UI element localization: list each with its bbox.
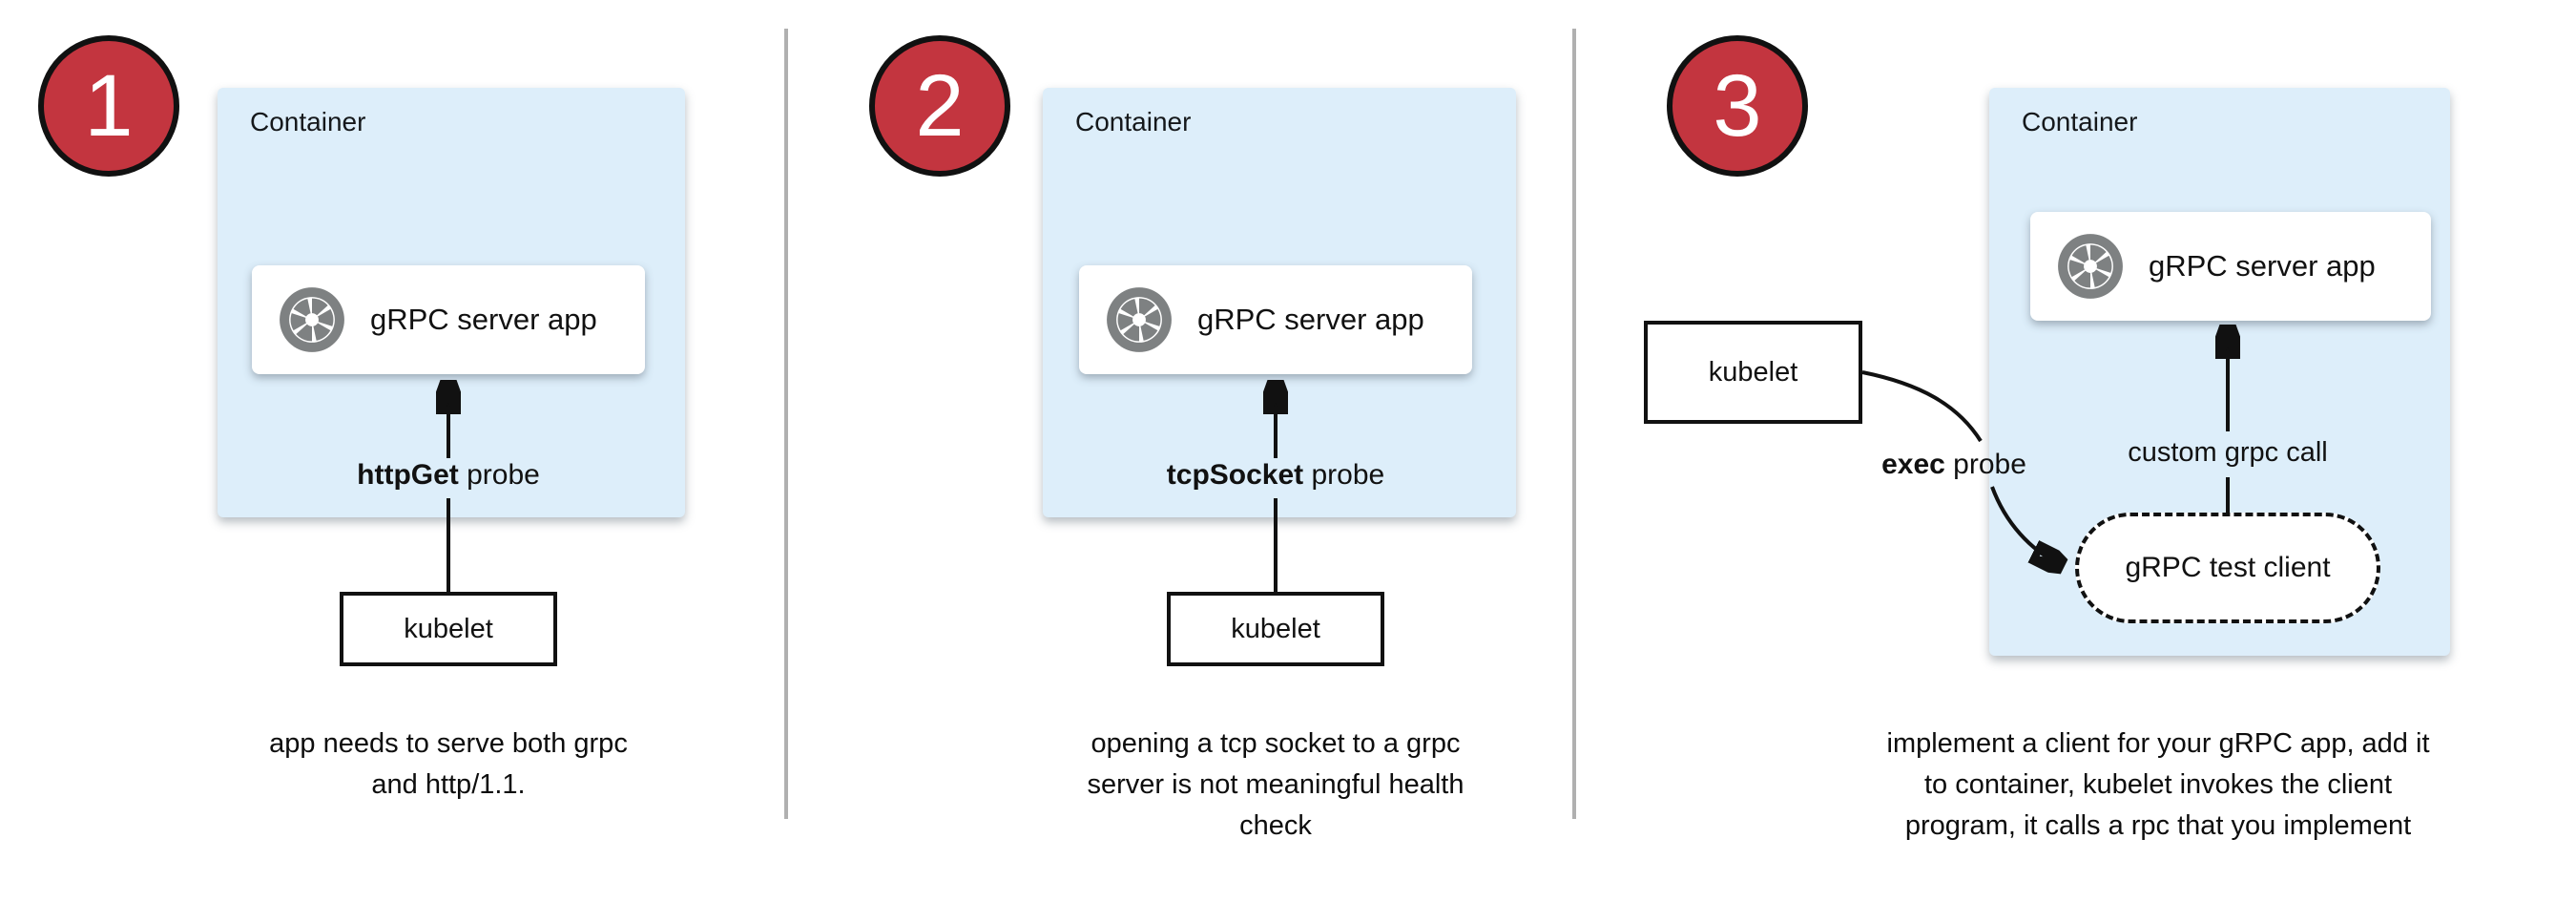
caption-2-line-2: server is not meaningful health (1087, 769, 1465, 800)
kubelet-label-2: kubelet (1231, 613, 1320, 644)
server-app-label-1: gRPC server app (370, 303, 597, 336)
caption-2-line-3: check (1239, 810, 1312, 841)
test-client-label: gRPC test client (2125, 552, 2331, 583)
caption-1-line-2: and http/1.1. (371, 769, 526, 800)
caption-1-line-1: app needs to serve both grpc (269, 728, 628, 759)
aperture-icon (1107, 287, 1172, 352)
server-app-box-3: gRPC server app (2030, 212, 2431, 321)
exec-probe-label: exec probe (1849, 449, 2059, 481)
step-2-number: 2 (915, 57, 965, 155)
container-title-2: Container (1075, 107, 1192, 136)
caption-3: implement a client for your gRPC app, ad… (1843, 724, 2473, 847)
aperture-icon (280, 287, 344, 352)
container-title-1: Container (250, 107, 366, 136)
caption-3-line-1: implement a client for your gRPC app, ad… (1886, 728, 2430, 759)
probe-label-1-rest: probe (458, 459, 540, 491)
kubelet-box-2: kubelet (1167, 592, 1384, 666)
step-1-badge: 1 (38, 35, 179, 177)
step-2-badge: 2 (869, 35, 1010, 177)
kubelet-label-1: kubelet (404, 613, 493, 644)
exec-curve-arrow-start (1861, 370, 1983, 443)
divider-1 (784, 29, 788, 819)
probe-label-2: tcpSocket probe (1142, 459, 1409, 492)
divider-2 (1572, 29, 1576, 819)
kubelet-box-3: kubelet (1644, 321, 1862, 424)
probe-label-2-bold: tcpSocket (1166, 459, 1304, 491)
exec-probe-label-bold: exec (1881, 449, 1945, 480)
kubelet-label-3: kubelet (1708, 356, 1798, 388)
exec-probe-label-rest: probe (1944, 449, 2026, 480)
caption-2: opening a tcp socket to a grpc server is… (989, 724, 1562, 847)
step-1-number: 1 (84, 57, 134, 155)
aperture-icon (2058, 234, 2123, 299)
probe-label-2-rest: probe (1303, 459, 1385, 491)
kubelet-box-1: kubelet (340, 592, 557, 666)
caption-2-line-1: opening a tcp socket to a grpc (1091, 728, 1461, 759)
server-app-box-2: gRPC server app (1079, 265, 1472, 374)
caption-3-line-2: to container, kubelet invokes the client (1923, 769, 2393, 800)
probe-label-1-bold: httpGet (357, 459, 459, 491)
test-client-oval: gRPC test client (2075, 513, 2380, 623)
step-3-badge: 3 (1667, 35, 1808, 177)
probe-label-1: httpGet probe (315, 459, 582, 492)
server-app-label-3: gRPC server app (2149, 249, 2376, 283)
caption-1: app needs to serve both grpc and http/1.… (162, 724, 735, 806)
custom-grpc-call-label: custom grpc call (2128, 437, 2328, 468)
caption-3-line-3: program, it calls a rpc that you impleme… (1904, 810, 2412, 841)
container-title-3: Container (2022, 107, 2138, 136)
step-3-number: 3 (1713, 57, 1762, 155)
server-app-box-1: gRPC server app (252, 265, 645, 374)
server-app-label-2: gRPC server app (1197, 303, 1424, 336)
